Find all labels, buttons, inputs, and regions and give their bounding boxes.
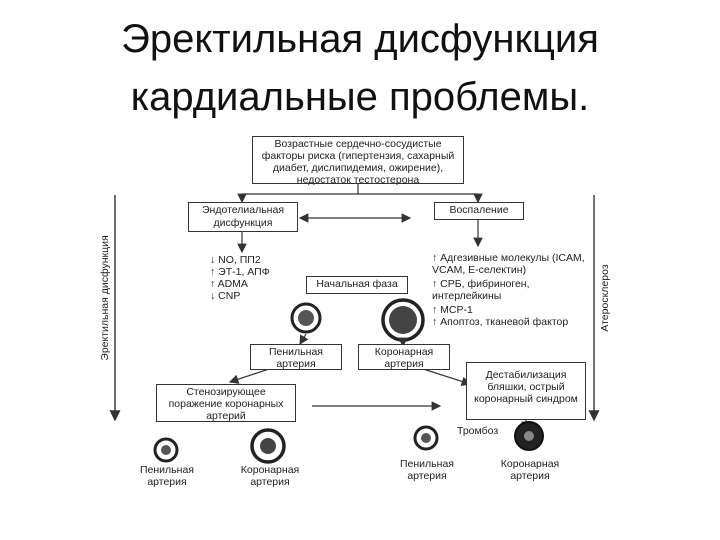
arrow-to-penile-box [299,333,309,346]
label-penile-artery-left: Пенильная артерия [140,464,194,488]
infl-marker-1: ↑ Адгезивные молекулы (ICAM, VCAM, Е-сел… [432,252,585,276]
right-axis-label: Атеросклероз [599,264,611,332]
coronary-artery-box: Коронарная артерия [358,344,450,370]
endo-marker-2: ↑ ЭТ-1, АПФ [210,266,270,278]
thrombosis-label: Тромбоз [457,425,499,437]
endo-marker-1: ↓ NO, ПП2 [210,254,261,266]
endothelial-dysfunction-box: Эндотелиальная дисфункция [188,202,298,232]
inflammation-markers: ↑ Адгезивные молекулы (ICAM, VCAM, Е-сел… [432,252,592,328]
slide-title-line1: Эректильная дисфункция [121,17,599,61]
risk-factors-box: Возрастные сердечно-сосудистые факторы р… [252,136,464,186]
left-axis-label: Эректильная дисфункция [99,235,111,361]
slide-title-line2: кардиальные проблемы. [130,75,590,119]
infl-marker-4: ↑ Апоптоз, тканевой фактор [432,316,569,328]
infl-marker-3: ↑ MCP-1 [432,304,473,316]
initial-phase-box: Начальная фаза [306,276,408,294]
arrow-coronary-to-destab [419,367,472,387]
arrow-penile-to-stenosing [228,367,273,384]
label-penile-artery-right: Пенильная артерия [400,458,454,482]
endothelial-markers: ↓ NO, ПП2 ↑ ЭТ-1, АПФ ↑ ADMA ↓ CNP [210,254,300,302]
penile-artery-box: Пенильная артерия [250,344,342,370]
infl-marker-2: ↑ СРБ, фибриноген, интерлейкины [432,278,530,302]
endo-marker-4: ↓ CNP [210,290,241,302]
label-coronary-artery-right: Коронарная артерия [500,458,560,482]
inflammation-box: Воспаление [434,202,524,220]
stenosing-lesion-box: Стенозирующее поражение коронарных артер… [156,384,296,422]
endo-marker-3: ↑ ADMA [210,278,248,290]
label-coronary-artery-left: Коронарная артерия [240,464,300,488]
destabilization-box: Дестабилизация бляшки, острый коронарный… [466,362,586,420]
